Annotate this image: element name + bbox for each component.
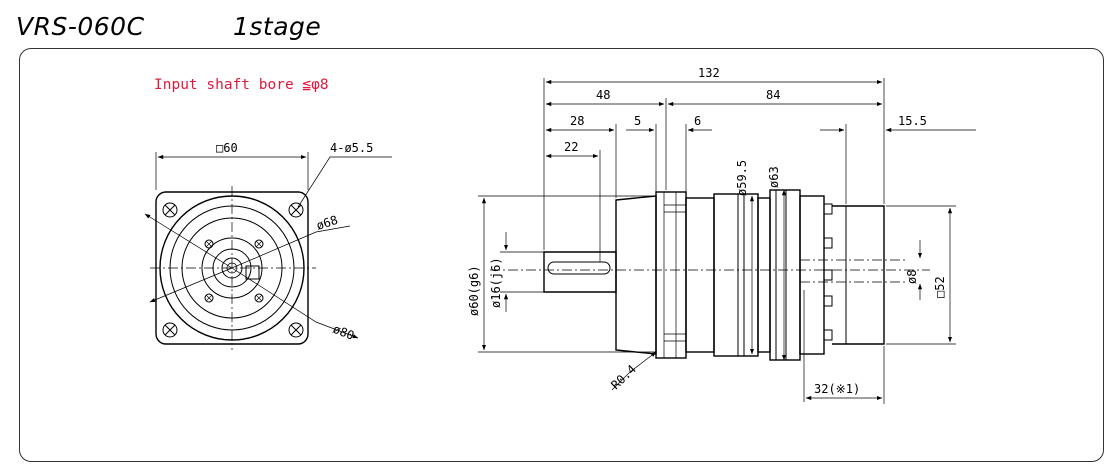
drawing-frame (19, 48, 1104, 462)
input-bore-note: Input shaft bore ≦φ8 (154, 77, 329, 93)
tapped-holes (204, 239, 264, 303)
dim-right: 15.5 (898, 114, 927, 128)
dim-flange: 5 (634, 114, 641, 128)
dim-total: 132 (698, 66, 720, 80)
dim-shaft: 28 (570, 114, 584, 128)
dim-len32: 32(※1) (814, 382, 860, 396)
dim-r04: R0.4 (608, 362, 639, 392)
dim-body2: ø63 (767, 166, 781, 188)
dim-shaftdia: ø16(j6) (489, 257, 503, 308)
model-title: VRS-060C (16, 12, 145, 41)
dim-key: 22 (564, 140, 578, 154)
dim-front: 48 (596, 88, 610, 102)
dim-bore: ø8 (905, 270, 919, 284)
dim-square60: □60 (216, 141, 238, 155)
dim-gap: 6 (694, 114, 701, 128)
dim-sq52: □52 (933, 276, 947, 298)
dim-rear: 84 (766, 88, 780, 102)
dim-body1: ø59.5 (735, 160, 749, 196)
dim-dia80: ø80 (331, 322, 356, 343)
dim-pilot: ø60(g6) (467, 265, 481, 316)
dim-pcd68: ø68 (315, 213, 340, 233)
stage-title: 1stage (233, 12, 322, 41)
dim-holes: 4-ø5.5 (330, 141, 373, 155)
mounting-holes (162, 202, 304, 338)
front-view (144, 152, 392, 350)
side-view (478, 78, 976, 404)
